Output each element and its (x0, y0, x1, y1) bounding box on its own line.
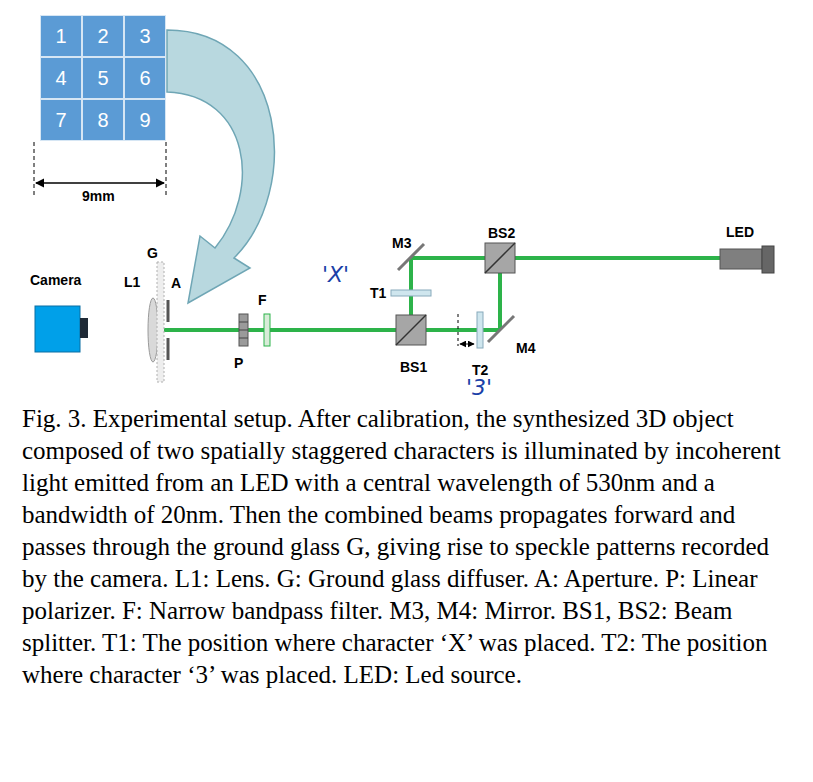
cell-number: 8 (97, 109, 108, 132)
component-label: M4 (516, 340, 535, 356)
component-label: G (147, 245, 158, 261)
cell-number: 7 (55, 109, 66, 132)
grid-cell: 1 (40, 15, 82, 57)
curved-arrow (167, 30, 274, 303)
cell-number: 6 (139, 67, 150, 90)
ground-glass (157, 262, 164, 382)
grid-cell: 5 (82, 57, 124, 99)
camera-mount (80, 318, 88, 338)
led-source (720, 249, 762, 269)
grid-cell: 7 (40, 99, 82, 141)
component-label: BS2 (488, 225, 515, 241)
grid-cell: 8 (82, 99, 124, 141)
component-label: F (258, 292, 267, 308)
dimension-line (34, 142, 35, 196)
aperture (167, 338, 170, 360)
cell-number: 4 (55, 67, 66, 90)
component-label: BS1 (400, 359, 427, 375)
bandpass-filter (264, 314, 270, 346)
component-label: A (171, 275, 181, 291)
component-label: M3 (392, 235, 411, 251)
beam-splitter (396, 315, 426, 345)
grid-cell: 4 (40, 57, 82, 99)
mirror (488, 316, 514, 342)
handwritten-note: 'X' (322, 262, 349, 287)
cell-number: 1 (55, 25, 66, 48)
aperture (167, 300, 170, 322)
component-label: L1 (124, 274, 140, 290)
translation-arrow (460, 344, 474, 345)
dimension-arrow (36, 182, 164, 183)
translation-mark (458, 314, 459, 346)
dimension-label: 9mm (82, 188, 115, 204)
object-plate (391, 290, 431, 296)
camera-body (35, 306, 80, 352)
grid-cell: 9 (124, 99, 166, 141)
component-label: T1 (370, 285, 386, 301)
polarizer (239, 314, 248, 346)
component-label: LED (726, 224, 754, 240)
handwritten-note: '3' (466, 375, 492, 400)
grid-cell: 2 (82, 15, 124, 57)
beam-splitter (485, 243, 515, 273)
dimension-line (166, 142, 167, 196)
cell-number: 9 (139, 109, 150, 132)
cell-number: 2 (97, 25, 108, 48)
component-label: P (234, 355, 243, 371)
grid-cell: 6 (124, 57, 166, 99)
component-label: Camera (30, 272, 81, 288)
object-plate (477, 312, 483, 348)
led-source (762, 246, 774, 273)
cell-number: 3 (139, 25, 150, 48)
figure-caption: Fig. 3. Experimental setup. After calibr… (22, 403, 798, 691)
grid-cell: 3 (124, 15, 166, 57)
cell-number: 5 (97, 67, 108, 90)
